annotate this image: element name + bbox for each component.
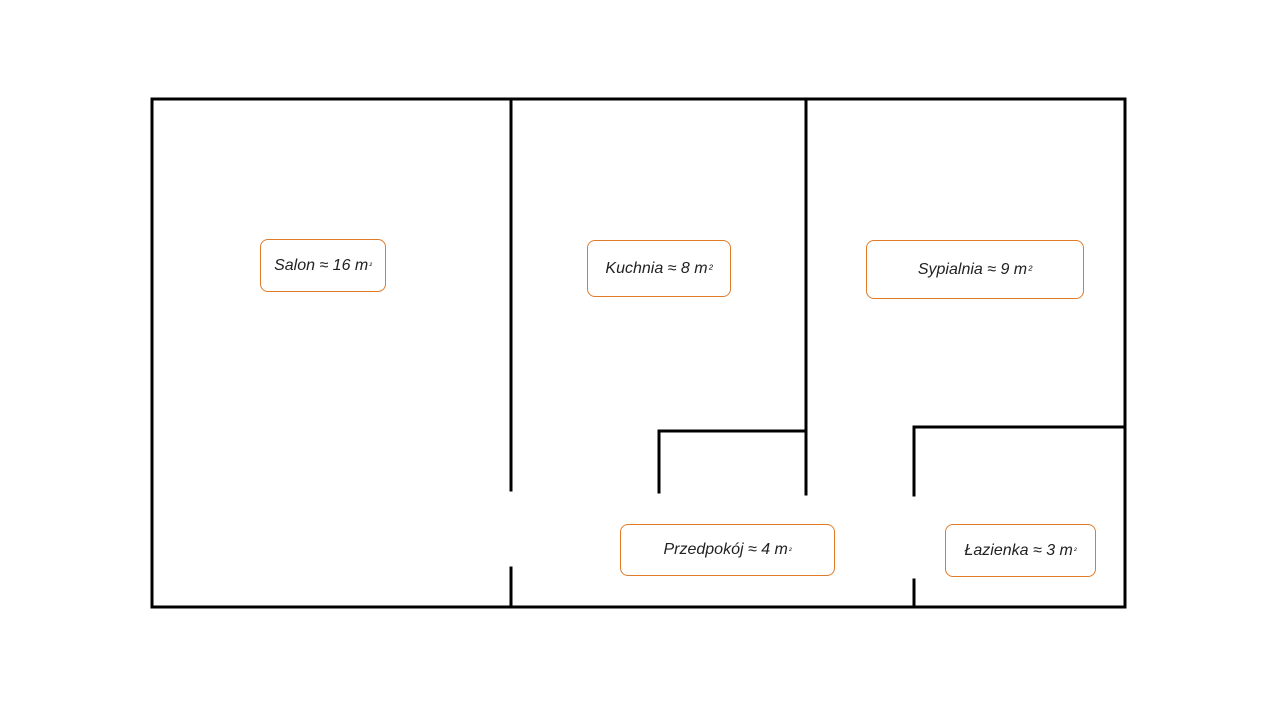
room-label-sypialnia-unit-sup: ² bbox=[1028, 262, 1033, 277]
room-label-salon-unit-sup: ² bbox=[369, 261, 372, 270]
room-label-przedpokoj-text: Przedpokój ≈ 4 m bbox=[663, 541, 788, 558]
room-label-lazienka-unit-sup: ² bbox=[1073, 546, 1077, 555]
room-label-kuchnia-text: Kuchnia ≈ 8 m bbox=[605, 259, 708, 277]
room-label-lazienka-text: Łazienka ≈ 3 m bbox=[964, 541, 1073, 559]
room-label-salon-text: Salon ≈ 16 m bbox=[274, 256, 369, 274]
room-label-kuchnia-unit-sup: ² bbox=[708, 261, 713, 276]
room-label-przedpokoj-unit-sup: ² bbox=[788, 545, 792, 555]
room-label-sypialnia-text: Sypialnia ≈ 9 m bbox=[917, 260, 1028, 278]
